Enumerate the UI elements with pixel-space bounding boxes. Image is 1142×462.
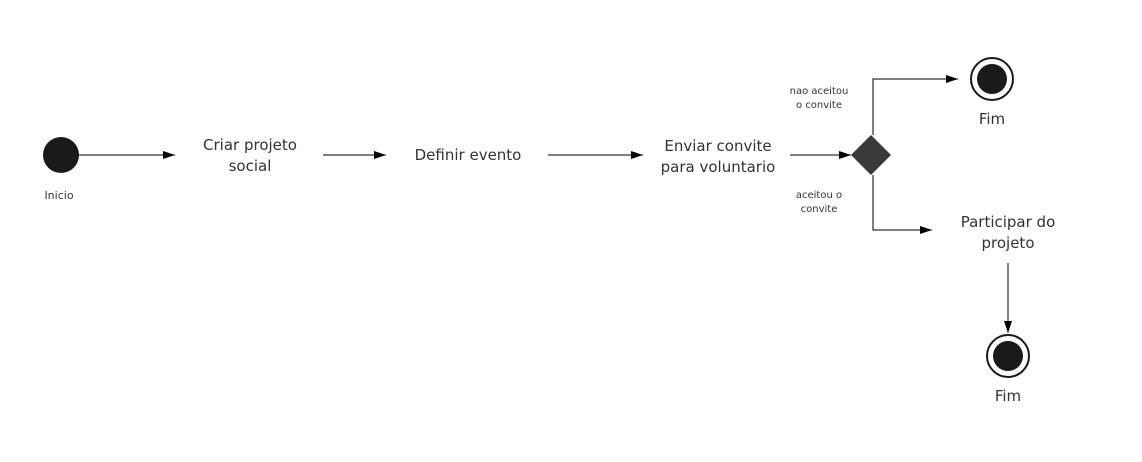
- edge-decision-to-fim-top: [872, 75, 958, 135]
- action-participar[interactable]: Participar do projeto: [960, 213, 1056, 252]
- start-label: Inicio: [44, 189, 74, 202]
- end-node-bottom[interactable]: [986, 334, 1030, 378]
- action-definir-evento[interactable]: Definir evento: [414, 146, 522, 164]
- end-label-top: Fim: [978, 110, 1006, 128]
- action-enviar-convite[interactable]: Enviar convite para voluntario: [660, 137, 776, 176]
- guard-aceitou: aceitou o convite: [795, 190, 843, 215]
- end-label-bottom: Fim: [994, 387, 1022, 405]
- end-node-top[interactable]: [970, 57, 1014, 101]
- start-node[interactable]: [43, 137, 79, 173]
- action-criar-projeto[interactable]: Criar projeto social: [203, 136, 297, 175]
- edge-decision-to-participar: [872, 175, 932, 234]
- decision-node[interactable]: [851, 135, 891, 175]
- guard-nao-aceitou: nao aceitou o convite: [789, 86, 849, 111]
